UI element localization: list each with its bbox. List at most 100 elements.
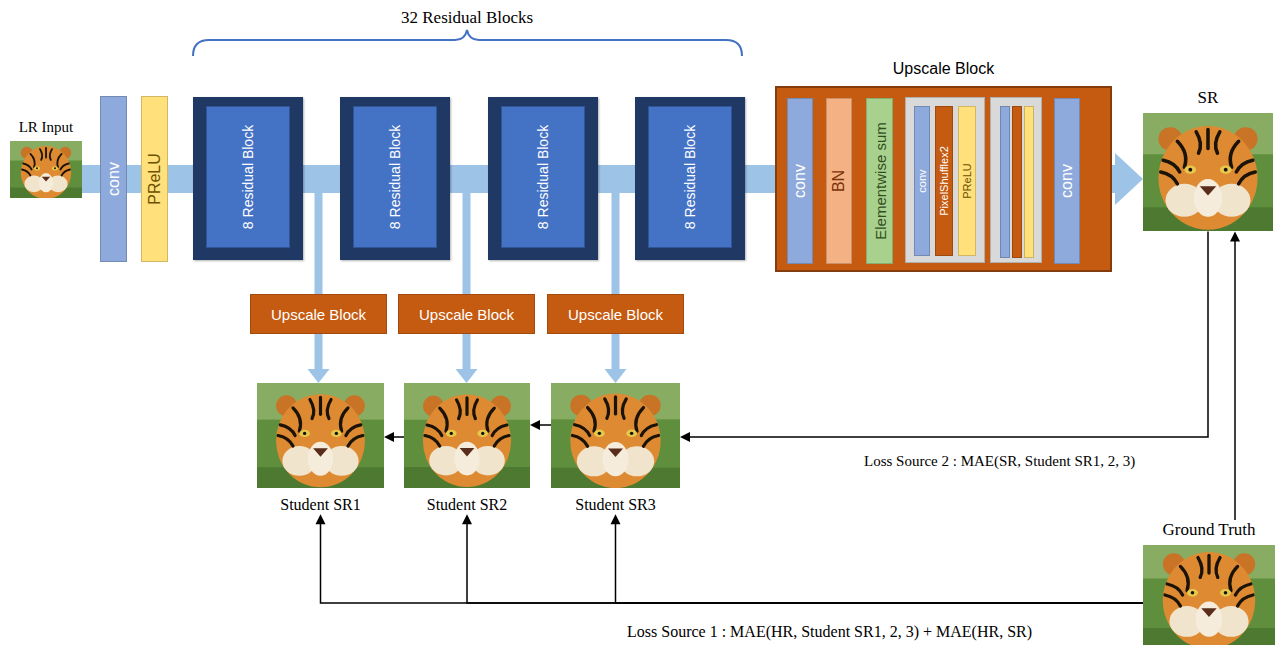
loss-arrow bbox=[316, 514, 1144, 603]
layer-box: PReLU bbox=[141, 96, 168, 262]
box-label: PReLU bbox=[147, 153, 163, 205]
layer-box: PReLU bbox=[958, 106, 976, 256]
arrowhead bbox=[308, 369, 330, 383]
tiger-stripe bbox=[1216, 558, 1220, 578]
layer-box: PixelShufflex2 bbox=[935, 106, 953, 256]
photo-background bbox=[10, 141, 82, 198]
residual-group-box: 8 Residual Block bbox=[488, 97, 598, 260]
layer-box: BN bbox=[826, 98, 852, 264]
connector-line bbox=[82, 165, 100, 193]
tiger-head bbox=[21, 146, 71, 198]
connector-line bbox=[1234, 240, 1236, 520]
tiger-pupil bbox=[630, 432, 633, 435]
arrowhead bbox=[384, 432, 394, 442]
tiger-stripe bbox=[1230, 142, 1238, 168]
box-label: 8 Residual Block bbox=[683, 125, 697, 229]
tiger-stripe bbox=[1216, 132, 1220, 153]
box-label: 8 Residual Block bbox=[241, 125, 255, 229]
tiger-nose bbox=[1201, 609, 1216, 618]
tiger-stripe bbox=[1165, 595, 1180, 606]
upscale-box: Upscale Block bbox=[547, 294, 684, 334]
tiger-stripe bbox=[1198, 558, 1202, 578]
tiger-photo bbox=[1143, 113, 1273, 231]
tiger-stripe bbox=[346, 425, 361, 436]
image-node: Student SR2 bbox=[404, 383, 530, 514]
arrowhead bbox=[462, 514, 472, 524]
box-label: 8 Residual Block bbox=[536, 125, 550, 229]
tiger-stripe bbox=[487, 408, 495, 431]
photo-grass bbox=[404, 383, 530, 420]
brace-bracket bbox=[193, 30, 742, 56]
image-frame bbox=[1143, 545, 1275, 645]
data-flow-band bbox=[1112, 153, 1143, 205]
tiger-stripe bbox=[474, 400, 478, 419]
tiger-stripe bbox=[1180, 567, 1188, 591]
connector-line bbox=[303, 179, 319, 294]
tiger-pupil bbox=[1224, 591, 1228, 595]
tiger-nose bbox=[1200, 187, 1217, 196]
image-caption: SR bbox=[1143, 88, 1273, 108]
group-label: 32 Residual Blocks bbox=[399, 8, 535, 28]
connector-line bbox=[616, 523, 1144, 603]
tiger-stripe bbox=[1238, 595, 1253, 606]
arrowhead bbox=[530, 420, 540, 430]
box-label: Upscale Block bbox=[271, 306, 366, 323]
photo-grass bbox=[551, 383, 680, 419]
tiger-eye bbox=[1220, 166, 1232, 174]
tiger-eye bbox=[1187, 589, 1198, 597]
tiger-stripe bbox=[1236, 161, 1253, 173]
tiger-stripe bbox=[465, 398, 468, 415]
tiger-pupil bbox=[335, 432, 338, 435]
branch-arrow bbox=[303, 179, 319, 294]
tiger-stripe bbox=[1167, 584, 1182, 595]
connector-line bbox=[612, 334, 620, 370]
tiger-stripe bbox=[278, 436, 293, 447]
image-caption: Ground Truth bbox=[1143, 520, 1275, 540]
tiger-stripe bbox=[1161, 172, 1178, 184]
tiger-stripe bbox=[45, 148, 47, 158]
tiger-nose bbox=[42, 177, 50, 182]
connector-line bbox=[450, 179, 467, 294]
tiger-stripe bbox=[319, 397, 322, 414]
photo-background bbox=[1143, 113, 1273, 231]
tiger-muzzle bbox=[1196, 602, 1222, 637]
tiger-stripe bbox=[575, 425, 590, 436]
tiger-stripe bbox=[457, 400, 461, 419]
arrowhead bbox=[1230, 231, 1240, 241]
tiger-photo bbox=[551, 383, 680, 488]
tiger-photo bbox=[1143, 545, 1275, 645]
tiger-head bbox=[570, 394, 660, 488]
tiger-nose bbox=[313, 448, 328, 456]
branch-arrow bbox=[605, 334, 627, 383]
tiger-pupil bbox=[1191, 591, 1195, 595]
data-flow-band bbox=[745, 179, 775, 180]
tiger-pupil bbox=[450, 432, 453, 435]
photo-grass bbox=[1143, 113, 1273, 154]
tiger-stripe bbox=[622, 399, 626, 418]
box-label: conv bbox=[1059, 164, 1075, 198]
tiger-pupil bbox=[1188, 168, 1192, 172]
photo-grass bbox=[10, 141, 82, 161]
data-flow-band bbox=[168, 179, 193, 180]
tiger-head bbox=[423, 395, 511, 487]
tiger-stripe bbox=[23, 164, 31, 170]
upscale-box: Upscale Block bbox=[250, 294, 387, 334]
box-label: conv bbox=[792, 164, 808, 198]
image-frame bbox=[257, 383, 384, 488]
tiger-stripe bbox=[1196, 132, 1200, 153]
tiger-nose bbox=[460, 448, 475, 456]
branch-arrow bbox=[456, 334, 478, 383]
residual-group-box: 8 Residual Block bbox=[635, 97, 745, 260]
image-node: LR Input bbox=[10, 118, 82, 198]
loss-label: Loss Source 2 : MAE(SR, Student SR1, 2, … bbox=[862, 452, 1137, 470]
tiger-stripe bbox=[427, 425, 442, 436]
data-flow-band bbox=[82, 179, 100, 180]
repeated-layer-bar bbox=[1024, 106, 1034, 258]
layer-box: conv bbox=[914, 106, 930, 256]
loss-label: Loss Source 1 : MAE(HR, Student SR1, 2, … bbox=[625, 622, 1034, 641]
loss-arrow bbox=[530, 420, 551, 430]
loss-arrow bbox=[384, 432, 404, 442]
box-label: BN bbox=[831, 170, 847, 192]
tiger-muzzle bbox=[1194, 179, 1222, 217]
tiger-eye bbox=[594, 430, 605, 438]
